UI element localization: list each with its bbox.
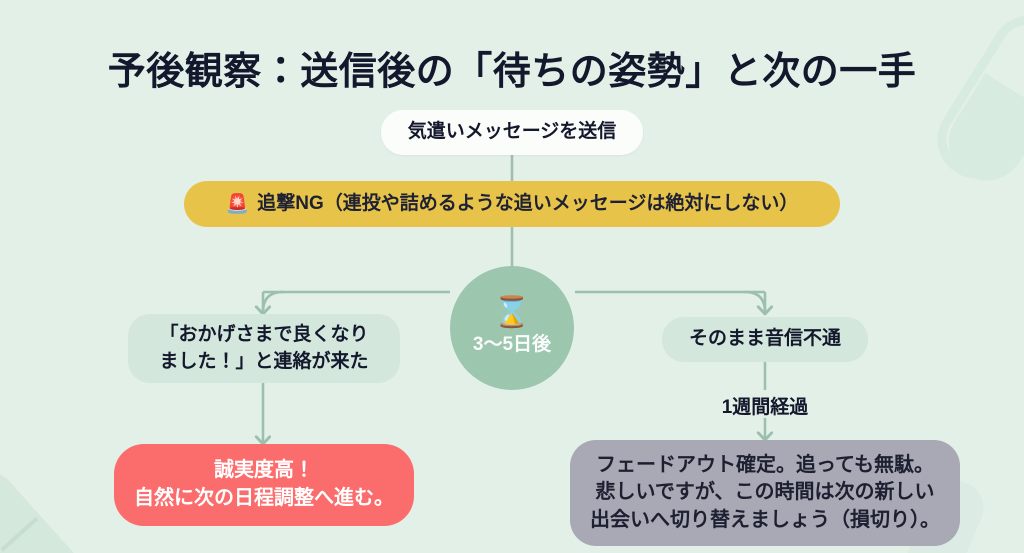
capsule-top-right-icon (922, 0, 1024, 194)
police-car-light-icon: 🚨 (225, 193, 250, 215)
node-branch-no-reply-label: そのまま音信不通 (688, 328, 841, 350)
capsule-bottom-left-icon (0, 460, 91, 553)
capsule-split-line (0, 516, 39, 552)
node-outcome-fadeout[interactable]: フェードアウト確定。追っても無駄。 悲しいですが、この時間は次の新しい 出会いへ… (570, 440, 960, 546)
node-branch-no-reply[interactable]: そのまま音信不通 (662, 317, 868, 362)
node-warning-label: 追撃NG（連投や詰めるような追いメッセージは絶対にしない） (257, 192, 799, 214)
label-one-week-elapsed: 1週間経過 (721, 397, 809, 418)
node-warning-no-followup[interactable]: 🚨 追撃NG（連投や詰めるような追いメッセージは絶対にしない） (184, 181, 840, 227)
node-outcome-fadeout-line3: 出会いへ切り替えましょう（損切り）。 (590, 508, 940, 531)
node-branch-reply-line1: 「おかげさまで良くなり (159, 324, 369, 346)
node-send-message[interactable]: 気遣いメッセージを送信 (381, 110, 643, 155)
node-wait-3-to-5-days[interactable]: ⌛ 3〜5日後 (450, 266, 574, 390)
node-outcome-positive-line2: 自然に次の日程調整へ進む。 (134, 487, 394, 509)
wire-corner-right (743, 290, 767, 314)
plus-right-icon (920, 144, 1006, 230)
node-outcome-positive-line1: 誠実度高！ (214, 459, 314, 482)
plus-left-icon (22, 376, 90, 444)
node-outcome-fadeout-line1: フェードアウト確定。追っても無駄。 (596, 453, 934, 476)
wire-corner-left (261, 290, 285, 314)
node-branch-reply-line2: ました！」と連絡が来た (159, 350, 369, 372)
hourglass-icon: ⌛ (493, 295, 531, 329)
node-outcome-positive[interactable]: 誠実度高！ 自然に次の日程調整へ進む。 (114, 444, 414, 526)
node-send-message-label: 気遣いメッセージを送信 (407, 121, 617, 143)
node-wait-label: 3〜5日後 (472, 333, 552, 355)
node-outcome-fadeout-line2: 悲しいですが、この時間は次の新しい (595, 481, 935, 504)
node-branch-reply-received[interactable]: 「おかげさまで良くなり ました！」と連絡が来た (128, 314, 400, 383)
page-title: 予後観察：送信後の「待ちの姿勢」と次の一手 (107, 51, 917, 93)
